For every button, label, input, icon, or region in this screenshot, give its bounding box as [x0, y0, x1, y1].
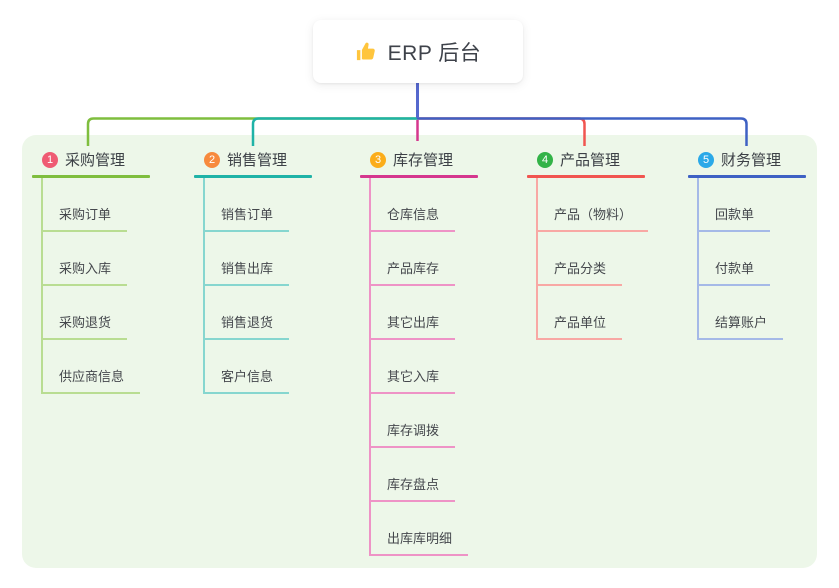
child-node[interactable]: 库存调拨 [371, 394, 478, 448]
child-node[interactable]: 出库库明细 [371, 502, 478, 556]
child-node[interactable]: 采购退货 [43, 286, 150, 340]
child-node[interactable]: 仓库信息 [371, 178, 478, 232]
child-node[interactable]: 销售退货 [205, 286, 312, 340]
branch-underline [527, 175, 645, 178]
priority-badge: 5 [698, 151, 714, 168]
branch-underline [360, 175, 478, 178]
child-node[interactable]: 结算账户 [699, 286, 806, 340]
branch-children: 采购订单 采购入库 采购退货 供应商信息 [41, 178, 150, 394]
child-label: 采购订单 [43, 204, 128, 232]
branch-label: 财务管理 [721, 152, 782, 169]
priority-badge: 1 [42, 151, 58, 168]
child-label: 供应商信息 [43, 366, 141, 394]
branch-purchase-management: 1 采购管理 采购订单 采购入库 采购退货 供应商信息 [32, 144, 150, 394]
child-label: 产品分类 [538, 258, 623, 286]
child-node[interactable]: 供应商信息 [43, 340, 150, 394]
child-node[interactable]: 采购入库 [43, 232, 150, 286]
branch-label: 产品管理 [560, 152, 621, 169]
branch-label: 销售管理 [227, 152, 288, 169]
child-label: 付款单 [699, 258, 771, 286]
child-label: 库存调拨 [371, 420, 456, 448]
priority-badge: 4 [537, 151, 553, 168]
child-label: 其它入库 [371, 366, 456, 394]
thumbs-up-icon [356, 42, 375, 61]
child-node[interactable]: 产品库存 [371, 232, 478, 286]
branch-children: 销售订单 销售出库 销售退货 客户信息 [203, 178, 312, 394]
child-label: 结算账户 [699, 312, 784, 340]
background-panel [22, 135, 817, 568]
child-label: 客户信息 [205, 366, 290, 394]
child-label: 出库库明细 [371, 528, 469, 556]
root-node[interactable]: ERP 后台 [313, 20, 523, 83]
child-label: 产品库存 [371, 258, 456, 286]
branch-title[interactable]: 4 产品管理 [527, 144, 645, 175]
branch-label: 库存管理 [393, 152, 454, 169]
branch-underline [194, 175, 312, 178]
child-label: 仓库信息 [371, 204, 456, 232]
child-label: 其它出库 [371, 312, 456, 340]
child-node[interactable]: 采购订单 [43, 178, 150, 232]
child-label: 销售退货 [205, 312, 290, 340]
branch-finance-management: 5 财务管理 回款单 付款单 结算账户 [688, 144, 806, 340]
root-label: ERP 后台 [387, 41, 482, 65]
child-node[interactable]: 产品分类 [538, 232, 645, 286]
child-label: 产品单位 [538, 312, 623, 340]
child-node[interactable]: 客户信息 [205, 340, 312, 394]
branch-title[interactable]: 3 库存管理 [360, 144, 478, 175]
child-node[interactable]: 销售出库 [205, 232, 312, 286]
branch-label: 采购管理 [65, 152, 126, 169]
child-label: 采购退货 [43, 312, 128, 340]
child-node[interactable]: 产品单位 [538, 286, 645, 340]
priority-badge: 3 [370, 151, 386, 168]
branch-title[interactable]: 2 销售管理 [194, 144, 312, 175]
child-node[interactable]: 销售订单 [205, 178, 312, 232]
branch-title[interactable]: 1 采购管理 [32, 144, 150, 175]
child-label: 库存盘点 [371, 474, 456, 502]
child-node[interactable]: 其它入库 [371, 340, 478, 394]
branch-product-management: 4 产品管理 产品（物料） 产品分类 产品单位 [527, 144, 649, 340]
branch-underline [32, 175, 150, 178]
child-label: 销售订单 [205, 204, 290, 232]
child-node[interactable]: 库存盘点 [371, 448, 478, 502]
child-label: 产品（物料） [538, 204, 649, 232]
child-node[interactable]: 产品（物料） [538, 178, 649, 232]
branch-children: 回款单 付款单 结算账户 [697, 178, 806, 340]
branch-sales-management: 2 销售管理 销售订单 销售出库 销售退货 客户信息 [194, 144, 312, 394]
child-label: 销售出库 [205, 258, 290, 286]
child-node[interactable]: 付款单 [699, 232, 806, 286]
child-label: 采购入库 [43, 258, 128, 286]
branch-inventory-management: 3 库存管理 仓库信息 产品库存 其它出库 其它入库 库存调拨 库存盘点 出库库… [360, 144, 478, 556]
branch-children: 仓库信息 产品库存 其它出库 其它入库 库存调拨 库存盘点 出库库明细 [369, 178, 478, 556]
child-node[interactable]: 其它出库 [371, 286, 478, 340]
branch-title[interactable]: 5 财务管理 [688, 144, 806, 175]
child-node[interactable]: 回款单 [699, 178, 806, 232]
branch-children: 产品（物料） 产品分类 产品单位 [536, 178, 649, 340]
priority-badge: 2 [204, 151, 220, 168]
child-label: 回款单 [699, 204, 771, 232]
branch-underline [688, 175, 806, 178]
